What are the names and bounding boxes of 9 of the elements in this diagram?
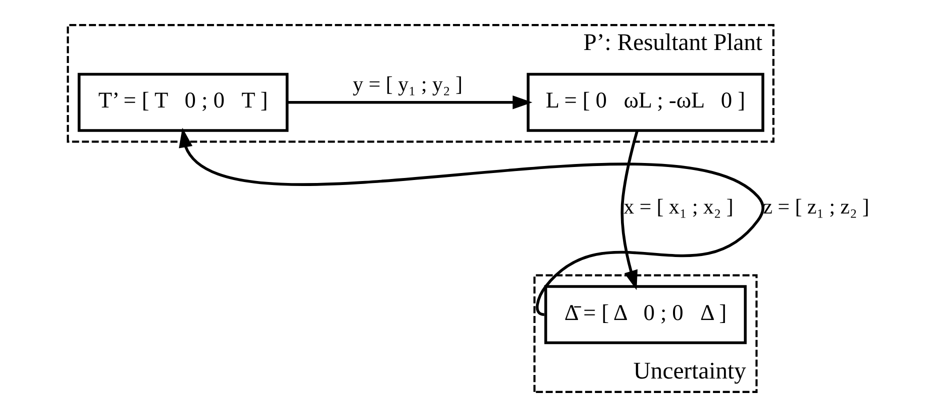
node-box: Δ̄ = [ Δ 0 ; 0 Δ ] [544,285,747,344]
edge-label: x = [ x₁ ; x₂ ] [624,194,734,218]
arrow [620,130,639,290]
edge-label: y = [ y₁ ; y₂ ] [352,72,462,96]
node-box: T’ = [ T 0 ; 0 T ] [78,72,289,132]
node-box: L = [ 0 ωL ; -ωL 0 ] [526,72,764,132]
arrow [178,128,764,316]
edge-label: z = [ z₁ ; z₂ ] [763,194,870,218]
arrow [287,95,532,110]
